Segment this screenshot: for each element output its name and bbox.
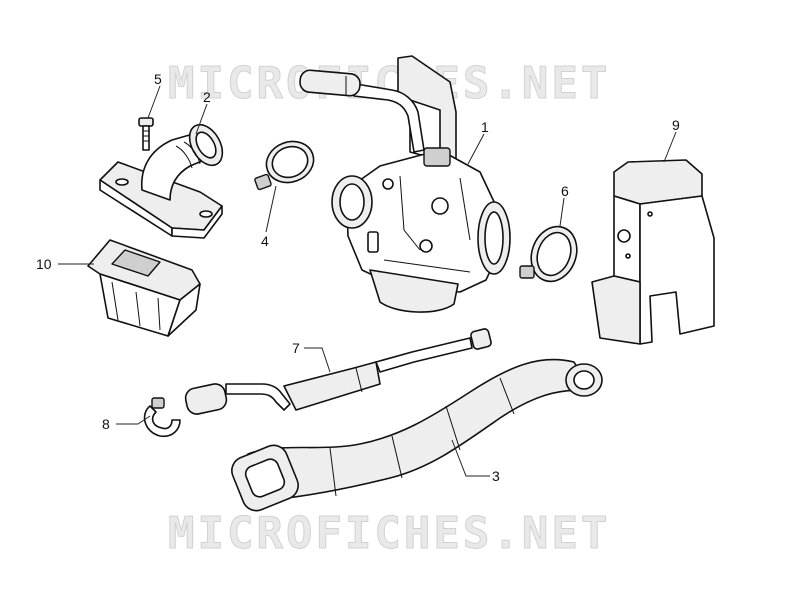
part-5-screw[interactable] [138,117,154,151]
callout-4: 4 [261,233,269,249]
leader-lines [58,85,677,477]
part-4-hose-clamp[interactable] [254,135,319,191]
part-6-hose-clamp[interactable] [519,220,584,288]
callout-3: 3 [492,468,500,484]
part-3-intake-hose[interactable] [228,358,603,515]
part-10-reed-valve[interactable] [87,239,201,337]
part-8-clip[interactable] [143,397,181,438]
callout-6: 6 [561,183,569,199]
callout-7: 7 [292,340,300,356]
callout-8: 8 [102,416,110,432]
callout-10: 10 [36,256,52,272]
part-9-cover[interactable] [591,159,715,345]
callout-9: 9 [672,117,680,133]
watermark-bottom: MICROFICHES.NET [168,508,610,559]
callout-labels: 5 2 1 4 6 9 10 7 8 3 [36,71,680,484]
watermark-top: MICROFICHES.NET [168,58,610,109]
part-1-carburetor[interactable] [299,55,511,313]
callout-2: 2 [203,89,211,105]
callout-1: 1 [481,119,489,135]
part-7-fuel-tube[interactable] [184,328,492,416]
callout-5: 5 [154,71,162,87]
part-2-intake-manifold[interactable] [99,119,229,239]
